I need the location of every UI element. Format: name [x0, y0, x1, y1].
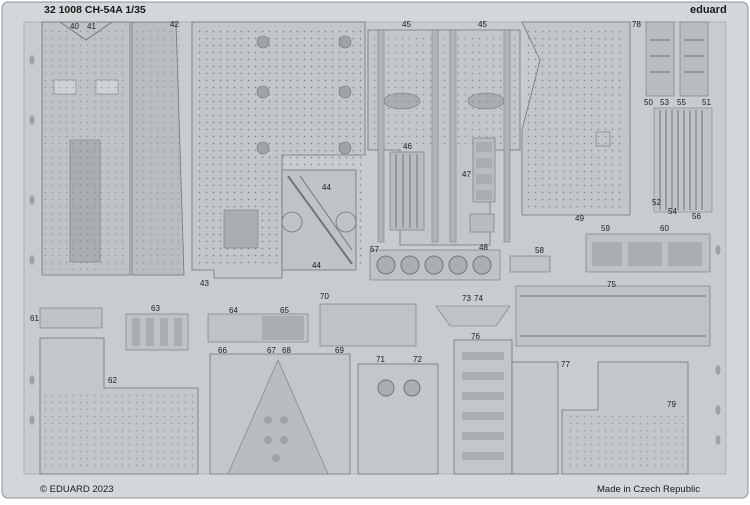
fret-title: 32 1008 CH-54A 1/35: [44, 4, 146, 16]
part-label: 61: [30, 314, 39, 323]
part-label: 45: [402, 20, 411, 29]
copyright-text: © EDUARD 2023: [40, 484, 114, 495]
part-label: 65: [280, 306, 289, 315]
part-label: 43: [200, 279, 209, 288]
part-label: 68: [282, 346, 291, 355]
part-62: [39, 337, 199, 475]
part-label: 59: [601, 224, 610, 233]
eduard-logo: eduard: [690, 4, 727, 16]
part-label: 48: [479, 243, 488, 252]
part-label: 57: [370, 245, 379, 254]
part-50-51-78: [645, 21, 709, 97]
part-52-56: [653, 107, 713, 213]
part-label: 45: [478, 20, 487, 29]
part-71-72: [357, 363, 439, 475]
part-label: 44: [322, 183, 331, 192]
part-label: 72: [413, 355, 422, 364]
part-label: 64: [229, 306, 238, 315]
part-label: 52: [652, 198, 661, 207]
part-47: [469, 137, 496, 233]
part-44: [281, 169, 357, 271]
part-49: [521, 21, 631, 216]
part-70: [319, 303, 417, 347]
part-label: 51: [702, 98, 711, 107]
part-label: 55: [677, 98, 686, 107]
part-label: 70: [320, 292, 329, 301]
part-label: 42: [170, 20, 179, 29]
part-label: 66: [218, 346, 227, 355]
part-label: 79: [667, 400, 676, 409]
part-73-74: [435, 305, 511, 327]
part-77: [511, 361, 559, 475]
part-label: 62: [108, 376, 117, 385]
part-label: 69: [335, 346, 344, 355]
part-label: 47: [462, 170, 471, 179]
part-76: [453, 339, 513, 475]
part-58-60: [509, 233, 711, 273]
part-label: 78: [632, 20, 641, 29]
part-61: [39, 307, 103, 329]
part-label: 77: [561, 360, 570, 369]
part-label: 73: [462, 294, 471, 303]
part-label: 71: [376, 355, 385, 364]
part-label: 54: [668, 207, 677, 216]
part-label: 49: [575, 214, 584, 223]
part-label: 41: [87, 22, 96, 31]
origin-text: Made in Czech Republic: [597, 484, 700, 495]
sprue-attachments: [29, 55, 721, 445]
part-46: [389, 151, 425, 231]
part-label: 75: [607, 280, 616, 289]
part-label: 58: [535, 246, 544, 255]
part-64-65: [207, 313, 309, 343]
part-label: 63: [151, 304, 160, 313]
part-label: 74: [474, 294, 483, 303]
part-label: 53: [660, 98, 669, 107]
part-40-41: [41, 21, 131, 276]
part-label: 56: [692, 212, 701, 221]
part-57: [369, 249, 501, 281]
part-label: 46: [403, 142, 412, 151]
part-63: [125, 313, 189, 351]
part-label: 67: [267, 346, 276, 355]
part-label: 44: [312, 261, 321, 270]
part-66-69: [209, 353, 351, 475]
part-label: 40: [70, 22, 79, 31]
part-label: 50: [644, 98, 653, 107]
part-label: 60: [660, 224, 669, 233]
part-42: [131, 21, 185, 276]
part-75: [515, 285, 711, 347]
part-label: 76: [471, 332, 480, 341]
part-79: [561, 361, 689, 475]
